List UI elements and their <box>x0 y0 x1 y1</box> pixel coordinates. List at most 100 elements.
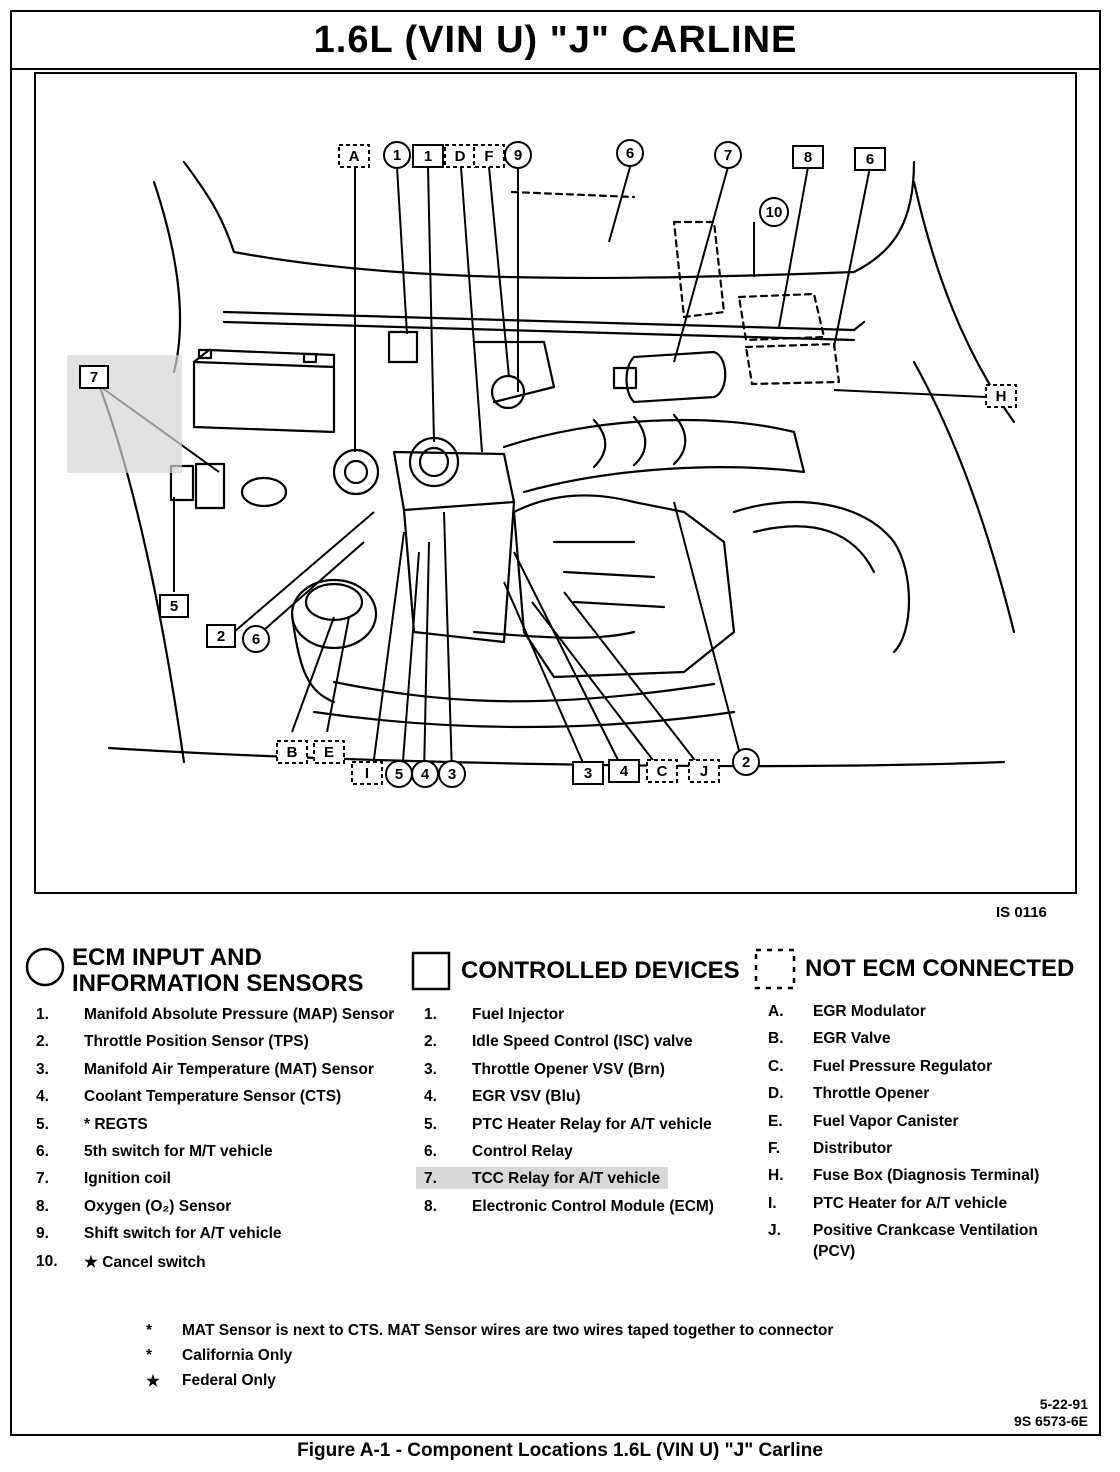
item-number: 6. <box>424 1142 437 1160</box>
highlight-band <box>416 1167 668 1190</box>
fuel-filter-body <box>625 350 727 404</box>
footnote-mark: * <box>146 1347 153 1364</box>
not-connected-heading: NOT ECM CONNECTED <box>805 955 1075 982</box>
callout-label: 6 <box>626 145 634 162</box>
footnote-mark: ★ <box>146 1373 160 1390</box>
callout-circle-8 <box>732 748 760 776</box>
item-number: 8. <box>36 1197 49 1215</box>
callout-label: B <box>287 744 298 761</box>
callout-dashed-D <box>444 144 476 168</box>
page-frame <box>10 10 1101 1436</box>
item-text: Fuel Injector <box>472 1006 565 1023</box>
callout-box-8 <box>792 145 824 169</box>
item-number: 1. <box>36 1006 49 1023</box>
callout-label: H <box>996 388 1007 405</box>
item-text: Distributor <box>813 1139 893 1157</box>
ecm-outline <box>737 292 826 342</box>
item-number: 2. <box>424 1033 437 1051</box>
distributor <box>490 374 526 410</box>
item-text: Oxygen (O₂) Sensor <box>84 1197 232 1215</box>
item-number: 6. <box>36 1142 49 1160</box>
item-number: 2. <box>36 1033 49 1051</box>
bumper-line <box>107 746 1006 768</box>
item-text: Control Relay <box>472 1142 573 1160</box>
callout-box-3 <box>572 761 604 785</box>
footnote-mark: * <box>146 1322 153 1339</box>
callout-circle-5 <box>242 625 270 653</box>
item-text: Ignition coil <box>84 1170 171 1188</box>
callout-circle-2 <box>438 760 466 788</box>
callout-circle-7 <box>714 141 742 169</box>
item-number: 8. <box>424 1197 437 1215</box>
dashed-square-symbol-icon <box>754 948 796 990</box>
item-text: PTC Heater for A/T vehicle <box>813 1194 1008 1212</box>
item-text: Fuel Pressure Regulator <box>813 1057 993 1075</box>
item-number: 4. <box>36 1088 49 1106</box>
item-text: 5th switch for M/T vehicle <box>84 1142 273 1160</box>
item-text: Manifold Absolute Pressure (MAP) Sensor <box>84 1006 395 1023</box>
intake-duct <box>502 418 806 494</box>
callout-circle-6 <box>616 139 644 167</box>
callout-dashed-J <box>688 759 720 783</box>
callout-label: 4 <box>421 766 430 783</box>
item-number: 4. <box>424 1088 437 1106</box>
callout-box-1 <box>412 144 444 168</box>
item-number: 1. <box>424 1006 437 1023</box>
item-number: 10. <box>36 1252 58 1270</box>
footnote-text: Federal Only <box>182 1372 276 1389</box>
egr-modulator <box>332 448 380 496</box>
item-text: Idle Speed Control (ISC) valve <box>472 1033 693 1051</box>
page-title: 1.6L (VIN U) "J" CARLINE <box>10 10 1101 70</box>
item-text: (PCV) <box>813 1243 856 1261</box>
controlled-heading: CONTROLLED DEVICES <box>461 957 740 984</box>
diagram-frame <box>34 72 1077 894</box>
item-number: F. <box>768 1139 781 1157</box>
callout-dashed-I <box>351 761 383 785</box>
item-text: Throttle Opener VSV (Brn) <box>472 1060 665 1078</box>
callout-label: 8 <box>804 149 812 166</box>
control-relay <box>387 330 419 364</box>
callout-label: J <box>700 763 708 780</box>
item-text: Positive Crankcase Ventilation <box>813 1222 1038 1240</box>
callout-label: 2 <box>217 628 225 645</box>
item-number: A. <box>768 1003 784 1020</box>
callout-box-4 <box>608 759 640 783</box>
item-number: 7. <box>424 1170 437 1188</box>
fuel-vapor-canister <box>290 578 378 650</box>
item-text: PTC Heater Relay for A/T vehicle <box>472 1115 712 1133</box>
hood-outline <box>182 160 916 280</box>
item-text: EGR VSV (Blu) <box>472 1088 581 1106</box>
throttle-body <box>392 436 516 644</box>
callout-circle-10 <box>759 197 789 227</box>
item-text: Throttle Position Sensor (TPS) <box>84 1033 309 1051</box>
item-text: Coolant Temperature Sensor (CTS) <box>84 1088 342 1106</box>
item-number: I. <box>768 1194 777 1212</box>
callout-label: 3 <box>448 766 456 783</box>
callout-box-6 <box>854 147 886 171</box>
callout-label: C <box>657 763 668 780</box>
figure-caption: Figure A-1 - Component Locations 1.6L (V… <box>297 1440 823 1461</box>
callout-label: 6 <box>252 631 260 648</box>
callout-label: E <box>324 744 334 761</box>
item-text: * REGTS <box>84 1115 148 1133</box>
sensors-heading-line1: ECM INPUT AND <box>72 944 262 971</box>
callout-label: 1 <box>424 148 432 165</box>
battery <box>192 348 336 434</box>
footnote-text: MAT Sensor is next to CTS. MAT Sensor wi… <box>182 1322 834 1339</box>
callout-box-2 <box>206 624 236 648</box>
callout-label: 2 <box>742 754 750 771</box>
circle-symbol-icon <box>25 947 65 987</box>
item-text: Throttle Opener <box>813 1085 930 1103</box>
callout-label: 1 <box>393 147 401 164</box>
callout-label: 3 <box>584 765 592 782</box>
item-number: 5. <box>36 1115 49 1133</box>
callout-label: 7 <box>90 369 98 386</box>
item-number: 3. <box>424 1060 437 1078</box>
item-text: ★ Cancel switch <box>84 1253 206 1271</box>
callout-circle-9 <box>504 141 532 169</box>
sensors-heading-line2: INFORMATION SENSORS <box>72 970 364 997</box>
item-number: C. <box>768 1057 784 1075</box>
item-number: H. <box>768 1167 784 1185</box>
callout-label: 7 <box>724 147 732 164</box>
